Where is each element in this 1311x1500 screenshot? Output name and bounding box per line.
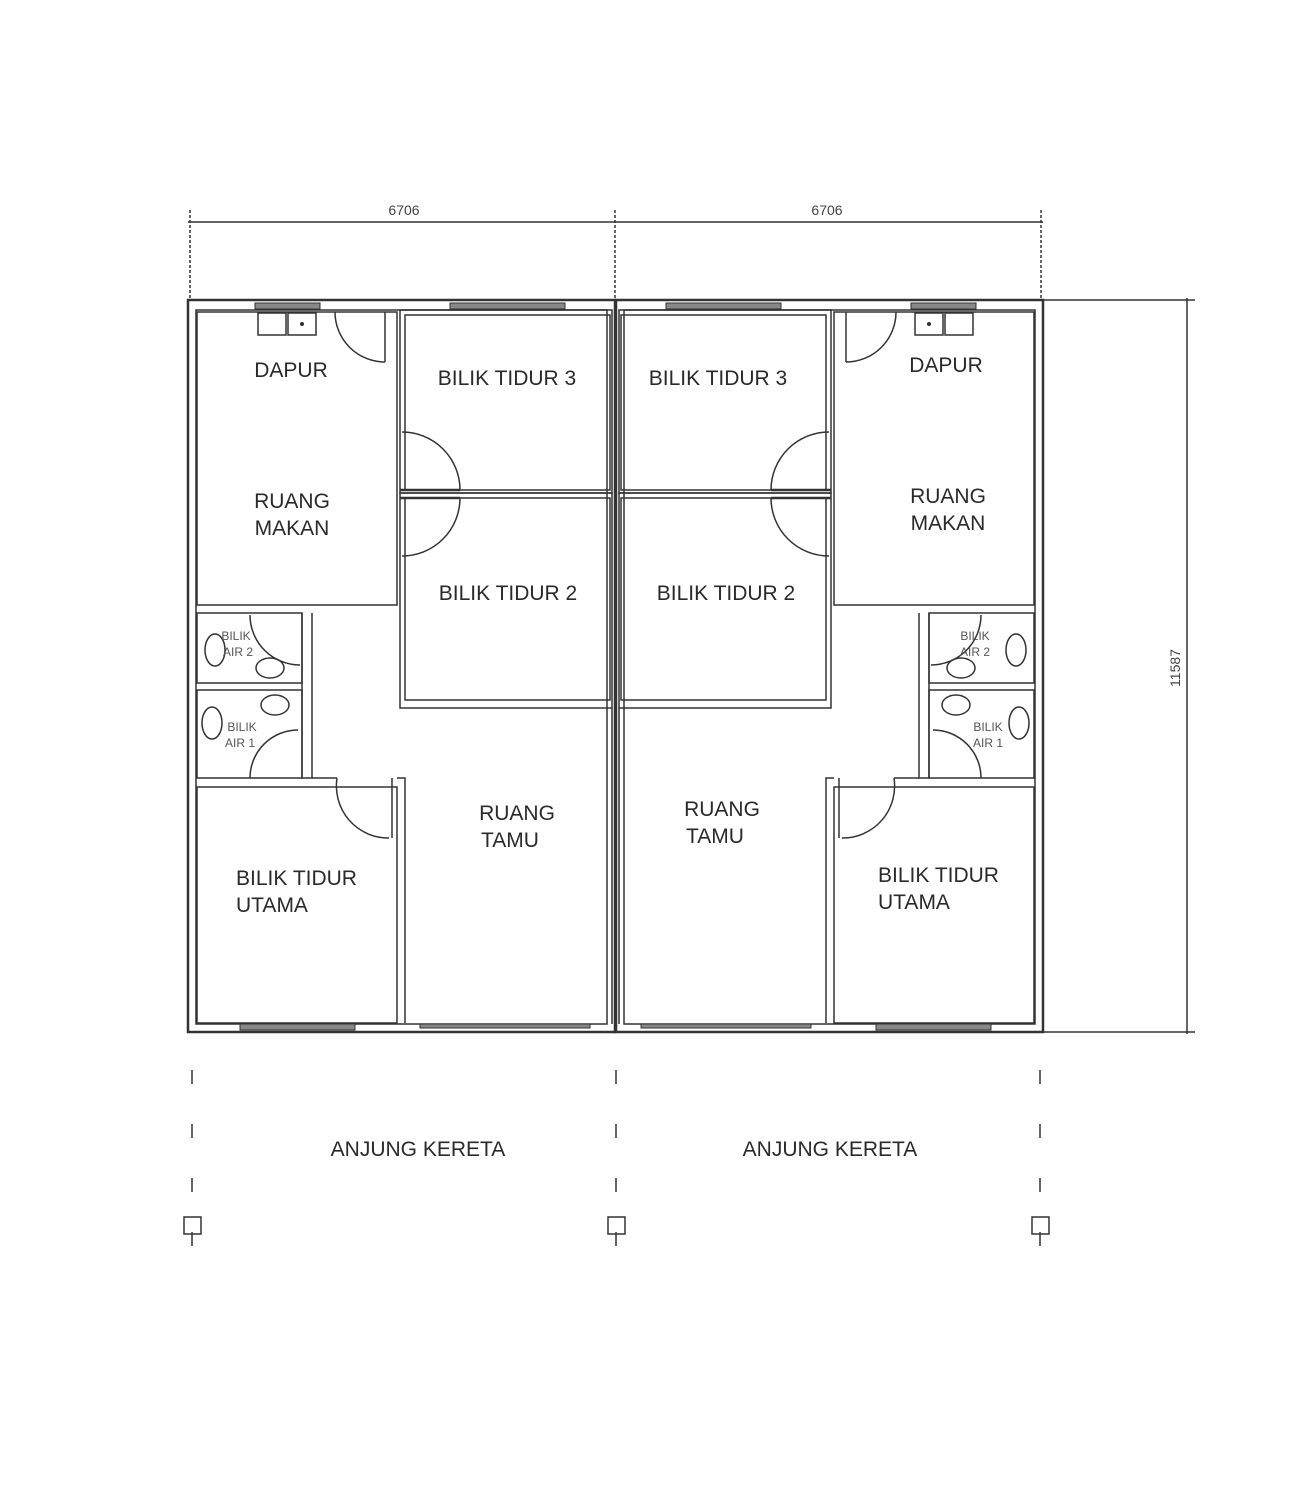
room-bilik-air-1: AIR 1	[225, 736, 255, 750]
dimension-width-right: 6706	[811, 202, 842, 218]
unit-right-labels: DAPUR RUANG MAKAN BILIK TIDUR 3 BILIK TI…	[649, 354, 1004, 1161]
unit-left-walls	[186, 298, 617, 1034]
dimension-depth: 11587	[1167, 649, 1183, 687]
area-anjung-kereta: ANJUNG KERETA	[743, 1138, 918, 1161]
room-dapur: DAPUR	[254, 359, 328, 382]
room-ruang-tamu: TAMU	[686, 825, 744, 848]
room-ruang-makan: MAKAN	[255, 517, 330, 540]
unit-right-walls	[614, 298, 1045, 1034]
carport-columns	[183, 1070, 1050, 1280]
room-bilik-tidur-utama: UTAMA	[236, 894, 308, 917]
room-bilik-tidur-utama: BILIK TIDUR	[878, 864, 999, 887]
dimension-width-left: 6706	[388, 202, 419, 218]
unit-left-labels: DAPUR RUANG MAKAN BILIK TIDUR 3 BILIK TI…	[221, 359, 577, 1161]
room-bilik-tidur-utama: BILIK TIDUR	[236, 867, 357, 890]
room-dapur: DAPUR	[909, 354, 983, 377]
room-ruang-makan: RUANG	[254, 490, 330, 513]
dimension-lines	[188, 210, 1195, 1034]
room-bilik-air-1: BILIK	[227, 720, 256, 734]
room-bilik-tidur-3: BILIK TIDUR 3	[649, 367, 788, 390]
area-anjung-kereta: ANJUNG KERETA	[331, 1138, 506, 1161]
room-ruang-makan: RUANG	[910, 485, 986, 508]
room-bilik-tidur-2: BILIK TIDUR 2	[439, 582, 578, 605]
room-ruang-tamu: RUANG	[479, 802, 555, 825]
room-ruang-tamu: RUANG	[684, 798, 760, 821]
room-bilik-air-2: AIR 2	[223, 645, 253, 659]
room-bilik-air-1: BILIK	[973, 720, 1002, 734]
room-ruang-makan: MAKAN	[911, 512, 986, 535]
room-bilik-tidur-2: BILIK TIDUR 2	[657, 582, 796, 605]
room-bilik-air-2: AIR 2	[960, 645, 990, 659]
room-ruang-tamu: TAMU	[481, 829, 539, 852]
room-bilik-air-1: AIR 1	[973, 736, 1003, 750]
room-bilik-tidur-3: BILIK TIDUR 3	[438, 367, 577, 390]
room-bilik-air-2: BILIK	[221, 629, 250, 643]
room-bilik-air-2: BILIK	[960, 629, 989, 643]
room-bilik-tidur-utama: UTAMA	[878, 891, 950, 914]
